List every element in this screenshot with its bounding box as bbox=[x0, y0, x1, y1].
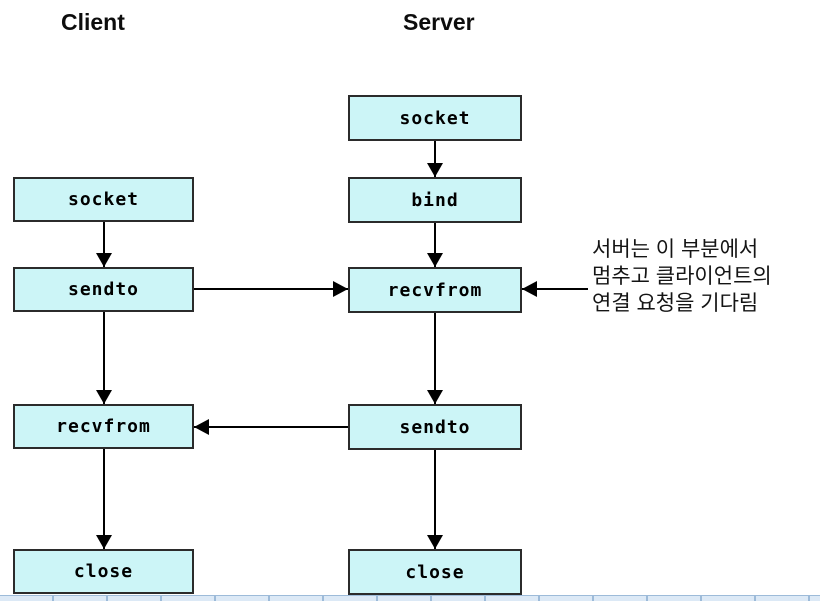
arrow-line-client-sendto-to-recvfrom bbox=[103, 312, 105, 404]
arrowhead-down-client-close bbox=[96, 535, 112, 549]
arrow-line-client-recvfrom-to-close bbox=[103, 449, 105, 549]
client-box-recvfrom: recvfrom bbox=[13, 404, 194, 449]
client-box-close: close bbox=[13, 549, 194, 594]
arrowhead-right-server-recvfrom bbox=[333, 281, 348, 297]
annotation-line-2: 멈추고 클라이언트의 bbox=[592, 265, 772, 288]
server-box-close: close bbox=[348, 549, 522, 595]
arrowhead-down-client-recvfrom bbox=[96, 390, 112, 404]
arrow-line-annotation-to-server-recvfrom bbox=[522, 288, 588, 290]
arrow-line-server-recvfrom-to-sendto bbox=[434, 313, 436, 404]
client-box-socket: socket bbox=[13, 177, 194, 222]
server-box-recvfrom: recvfrom bbox=[348, 267, 522, 313]
arrowhead-down-server-sendto bbox=[427, 390, 443, 404]
arrow-line-server-sendto-to-close bbox=[434, 450, 436, 549]
arrow-line-server-socket-to-bind bbox=[434, 141, 436, 177]
arrow-line-server-sendto-to-client-recvfrom bbox=[194, 426, 348, 428]
arrow-line-server-bind-to-recvfrom bbox=[434, 223, 436, 267]
client-box-sendto: sendto bbox=[13, 267, 194, 312]
arrowhead-down-server-bind bbox=[427, 163, 443, 177]
server-box-sendto: sendto bbox=[348, 404, 522, 450]
client-column-header: Client bbox=[61, 9, 125, 35]
server-box-socket: socket bbox=[348, 95, 522, 141]
arrowhead-down-server-recvfrom bbox=[427, 253, 443, 267]
arrowhead-down-server-close bbox=[427, 535, 443, 549]
server-box-bind: bind bbox=[348, 177, 522, 223]
arrowhead-down-client-sendto bbox=[96, 253, 112, 267]
server-wait-annotation: 서버는 이 부분에서 멈추고 클라이언트의 연결 요청을 기다림 bbox=[592, 236, 817, 317]
annotation-line-3: 연결 요청을 기다림 bbox=[592, 292, 759, 315]
arrow-line-client-socket-to-sendto bbox=[103, 222, 105, 267]
annotation-line-1: 서버는 이 부분에서 bbox=[592, 238, 759, 261]
bottom-edge-strip bbox=[0, 595, 820, 601]
server-column-header: Server bbox=[403, 9, 475, 35]
arrow-line-client-sendto-to-server-recvfrom bbox=[194, 288, 348, 290]
arrowhead-left-server-recvfrom bbox=[522, 281, 537, 297]
arrowhead-left-client-recvfrom bbox=[194, 419, 209, 435]
